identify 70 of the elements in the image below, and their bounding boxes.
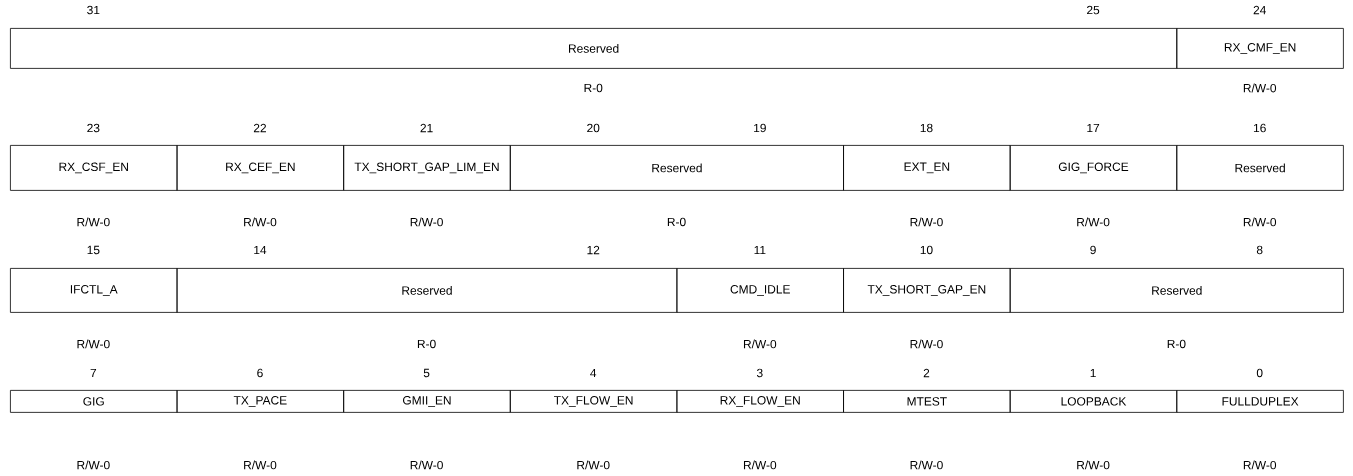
register-field: TX_FLOW_EN bbox=[509, 390, 678, 413]
access-label: R/W-0 bbox=[1243, 83, 1277, 93]
bit-number: 12 bbox=[587, 245, 600, 255]
bit-number: 7 bbox=[90, 368, 97, 378]
bit-number: 23 bbox=[87, 123, 100, 133]
register-field: Reserved bbox=[10, 28, 1178, 69]
bit-number: 6 bbox=[257, 368, 263, 378]
bit-number: 2 bbox=[923, 368, 930, 378]
access-label: R/W-0 bbox=[410, 217, 443, 227]
register-field: Reserved bbox=[509, 145, 844, 191]
bit-number: 16 bbox=[1253, 123, 1266, 133]
access-label: R/W-0 bbox=[1243, 460, 1277, 470]
bit-number: 31 bbox=[87, 5, 100, 15]
access-label: R-0 bbox=[667, 217, 686, 227]
register-field: MTEST bbox=[843, 390, 1011, 413]
bit-number: 4 bbox=[590, 368, 597, 378]
access-label: R/W-0 bbox=[744, 460, 777, 470]
register-field: CMD_IDLE bbox=[676, 268, 844, 313]
register-field: RX_CSF_EN bbox=[10, 145, 178, 191]
access-label: R/W-0 bbox=[577, 460, 610, 470]
register-field: Reserved bbox=[1176, 145, 1344, 191]
bit-number: 3 bbox=[756, 368, 763, 378]
register-field: EXT_EN bbox=[843, 145, 1011, 191]
register-field: LOOPBACK bbox=[1009, 390, 1178, 413]
bit-number: 8 bbox=[1256, 245, 1263, 255]
register-field: TX_SHORT_GAP_EN bbox=[843, 268, 1011, 313]
bit-number: 1 bbox=[1090, 368, 1096, 378]
access-label: R-0 bbox=[1167, 339, 1186, 349]
register-field: GIG_FORCE bbox=[1009, 145, 1178, 191]
access-label: R-0 bbox=[417, 339, 436, 349]
bit-number: 20 bbox=[587, 123, 600, 133]
bit-number: 22 bbox=[253, 123, 266, 133]
register-field: RX_FLOW_EN bbox=[676, 390, 844, 413]
access-label: R/W-0 bbox=[77, 339, 110, 349]
bit-number: 17 bbox=[1087, 123, 1100, 133]
access-label: R/W-0 bbox=[1077, 217, 1110, 227]
access-label: R/W-0 bbox=[77, 217, 110, 227]
bit-number: 10 bbox=[920, 245, 933, 255]
access-label: R/W-0 bbox=[1077, 460, 1110, 470]
register-field: TX_SHORT_GAP_LIM_EN bbox=[343, 145, 511, 191]
bit-number: 18 bbox=[920, 123, 933, 133]
access-label: R-0 bbox=[584, 83, 603, 93]
bit-number: 25 bbox=[1087, 5, 1100, 15]
register-field: Reserved bbox=[176, 268, 678, 313]
access-label: R/W-0 bbox=[77, 460, 110, 470]
bit-number: 15 bbox=[87, 245, 100, 255]
bit-number: 9 bbox=[1090, 245, 1096, 255]
bit-number: 0 bbox=[1256, 368, 1263, 378]
access-label: R/W-0 bbox=[910, 339, 943, 349]
bit-number: 11 bbox=[754, 245, 766, 255]
bit-number: 5 bbox=[423, 368, 430, 378]
bit-number: 19 bbox=[754, 123, 766, 133]
register-field: RX_CMF_EN bbox=[1176, 28, 1344, 69]
register-field: FULLDUPLEX bbox=[1176, 390, 1344, 413]
register-field: RX_CEF_EN bbox=[176, 145, 345, 191]
access-label: R/W-0 bbox=[1243, 217, 1277, 227]
access-label: R/W-0 bbox=[744, 339, 777, 349]
access-label: R/W-0 bbox=[910, 217, 943, 227]
access-label: R/W-0 bbox=[244, 460, 277, 470]
register-field: GIG bbox=[10, 390, 178, 413]
bit-number: 14 bbox=[254, 245, 267, 255]
access-label: R/W-0 bbox=[910, 460, 943, 470]
bit-number: 21 bbox=[420, 123, 433, 133]
bit-number: 24 bbox=[1253, 5, 1266, 15]
access-label: R/W-0 bbox=[410, 460, 443, 470]
register-field: TX_PACE bbox=[176, 390, 345, 413]
register-field: Reserved bbox=[1009, 268, 1344, 313]
register-field: IFCTL_A bbox=[10, 268, 178, 313]
register-field: GMII_EN bbox=[343, 390, 511, 413]
access-label: R/W-0 bbox=[244, 217, 277, 227]
